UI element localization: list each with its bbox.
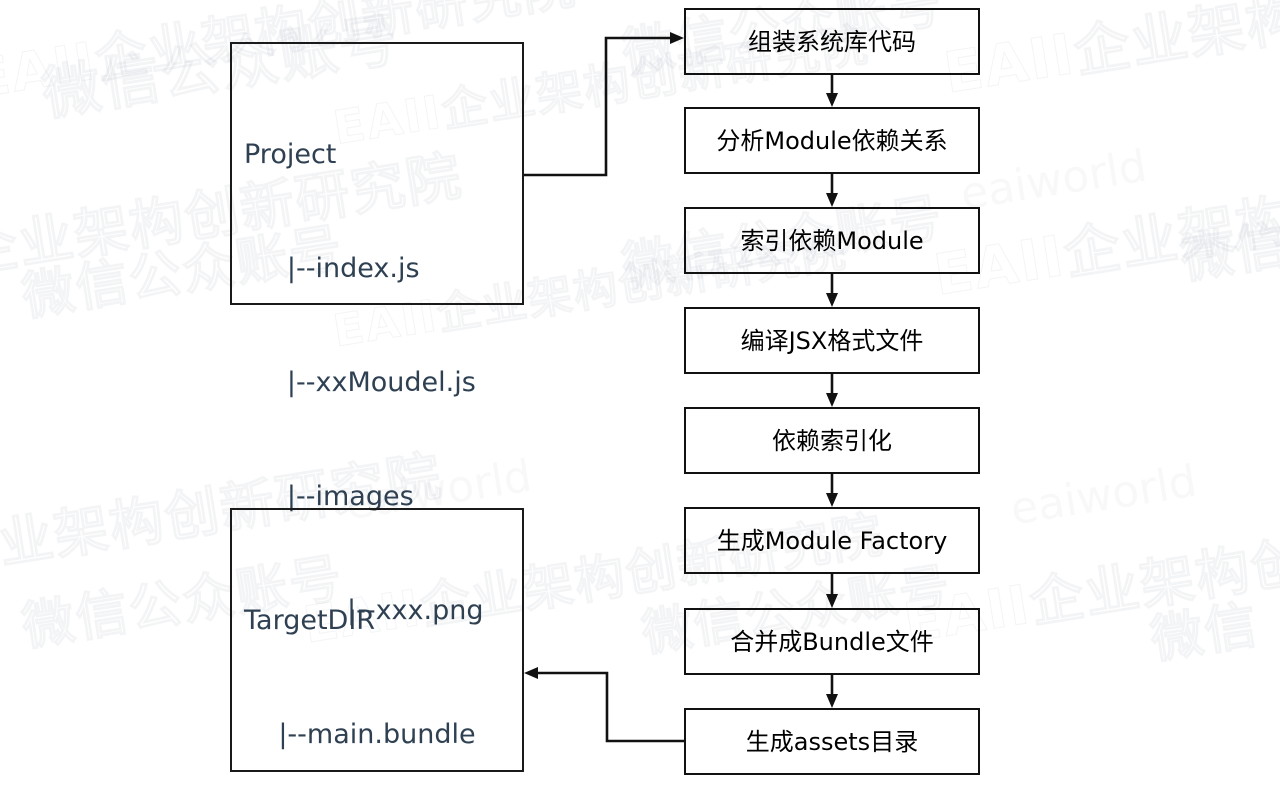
watermark-text: eaiworld: [957, 140, 1151, 221]
dir-line: |--main.bundle: [244, 719, 476, 750]
dir-line: Project: [244, 139, 337, 170]
dir-line: |--xxx.png: [244, 595, 484, 626]
flow-step-1: 组装系统库代码: [684, 8, 980, 75]
connector-step2-to-step3: [826, 174, 838, 207]
connector-step4-to-step5: [826, 374, 838, 407]
source-directory-box: Project |--index.js |--xxMoudel.js |--im…: [230, 42, 524, 626]
dir-line: |--index.js: [244, 253, 420, 284]
flow-step-2: 分析Module依赖关系: [684, 107, 980, 174]
flow-step-4: 编译JSX格式文件: [684, 307, 980, 374]
watermark-text: 微信: [1176, 214, 1280, 292]
flow-step-6: 生成Module Factory: [684, 507, 980, 574]
flow-step-3: 索引依赖Module: [684, 207, 980, 274]
connector-step5-to-step6: [826, 474, 838, 507]
watermark-text: 微信: [1146, 594, 1263, 672]
target-directory-tree: TargetDIR |--main.bundle |--assets |--xx…: [244, 526, 476, 789]
dir-line: TargetDIR: [244, 605, 376, 636]
connector-step1-to-step2: [826, 75, 838, 107]
flow-step-7: 合并成Bundle文件: [684, 608, 980, 675]
flow-step-8: 生成assets目录: [684, 708, 980, 775]
connector-step8-to-targetdir: [524, 667, 684, 743]
connector-step3-to-step4: [826, 274, 838, 307]
flow-step-label: 生成assets目录: [745, 727, 919, 756]
flow-step-label: 分析Module依赖关系: [716, 126, 948, 155]
source-directory-tree: Project |--index.js |--xxMoudel.js |--im…: [244, 60, 483, 706]
flow-step-label: 生成Module Factory: [716, 526, 948, 555]
watermark-text: EAII企业架构创新研究院: [939, 0, 1280, 107]
flow-step-label: 组装系统库代码: [748, 27, 916, 56]
connector-project-to-step1: [524, 32, 684, 177]
connector-step7-to-step8: [826, 675, 838, 708]
watermark-text: eaiworld: [1007, 455, 1201, 536]
target-directory-box: TargetDIR |--main.bundle |--assets |--xx…: [230, 508, 524, 772]
flow-step-label: 编译JSX格式文件: [740, 326, 924, 355]
connector-step6-to-step7: [826, 574, 838, 608]
flow-step-label: 依赖索引化: [772, 426, 892, 455]
dir-line: |--images: [244, 481, 414, 512]
flow-step-5: 依赖索引化: [684, 407, 980, 474]
flow-step-label: 索引依赖Module: [740, 226, 924, 255]
flow-step-label: 合并成Bundle文件: [730, 627, 934, 656]
dir-line: |--xxMoudel.js: [244, 367, 476, 398]
watermark-text: EAII企业架构创新研究院: [929, 142, 1280, 309]
